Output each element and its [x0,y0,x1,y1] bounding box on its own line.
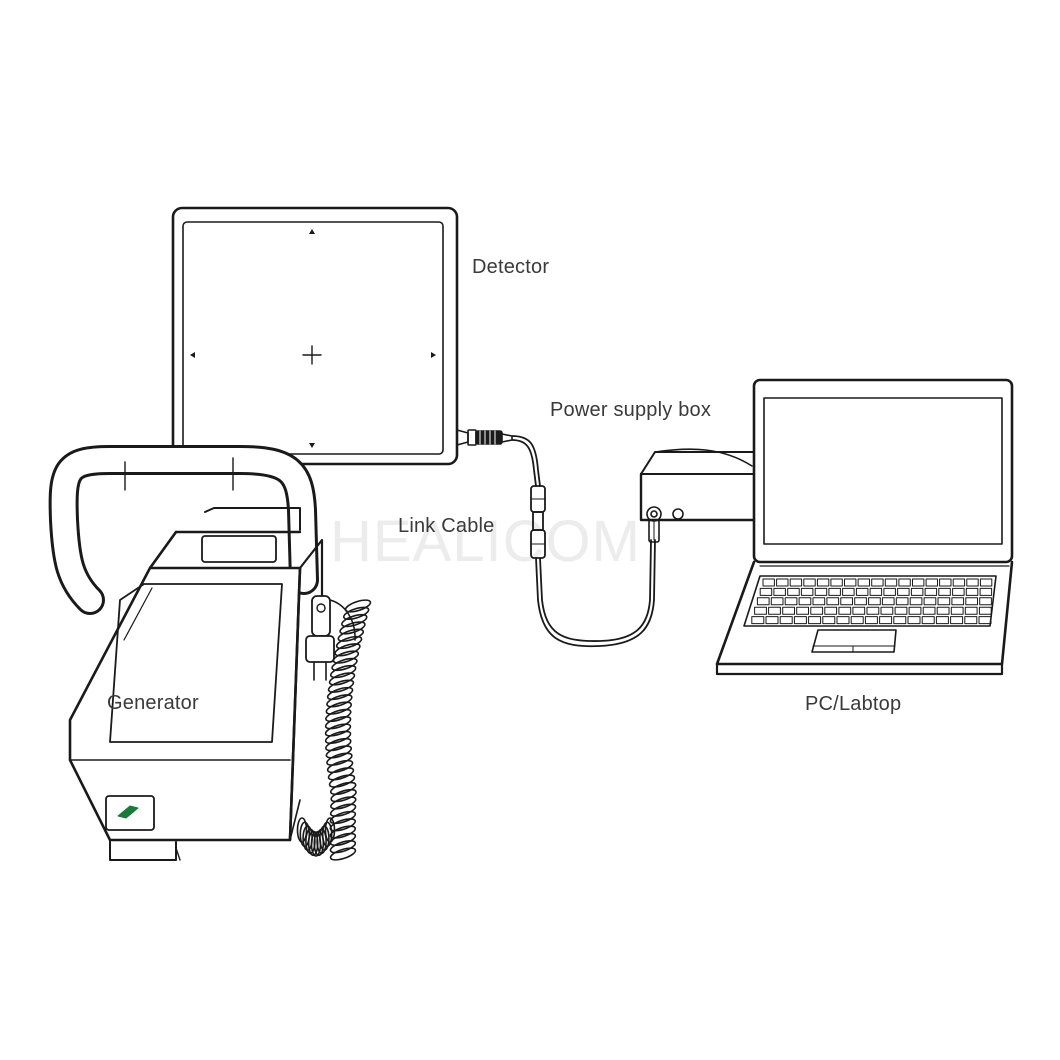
detector-label: Detector [472,256,550,278]
keyboard-keys-icon [752,579,992,624]
detector-edge-markers-icon [190,229,436,448]
handswitch [306,596,355,680]
detector-panel [173,208,512,464]
power-button-icon [673,509,683,519]
generator [64,458,322,860]
power-supply-box-label: Power supply box [550,399,712,421]
link-cable [512,436,655,646]
detector-crosshair-icon [303,346,321,364]
pc-laptop-label: PC/Labtop [805,693,902,715]
generator-indicator [106,796,154,830]
detector-connector-icon [457,430,512,445]
watermark-text: HEALICOM [330,509,641,574]
power-supply-box [641,449,754,542]
power-port-icon [647,507,661,521]
generator-front-panel [110,584,282,742]
laptop [717,380,1012,674]
laptop-trackpad [812,630,896,652]
generator-label: Generator [107,692,199,714]
coiled-cord [298,598,372,863]
link-cable-label: Link Cable [398,515,495,537]
laptop-keyboard [744,576,996,626]
generator-top-window [202,536,276,562]
indicator-light-icon [118,806,138,818]
laptop-screen [764,398,1002,544]
